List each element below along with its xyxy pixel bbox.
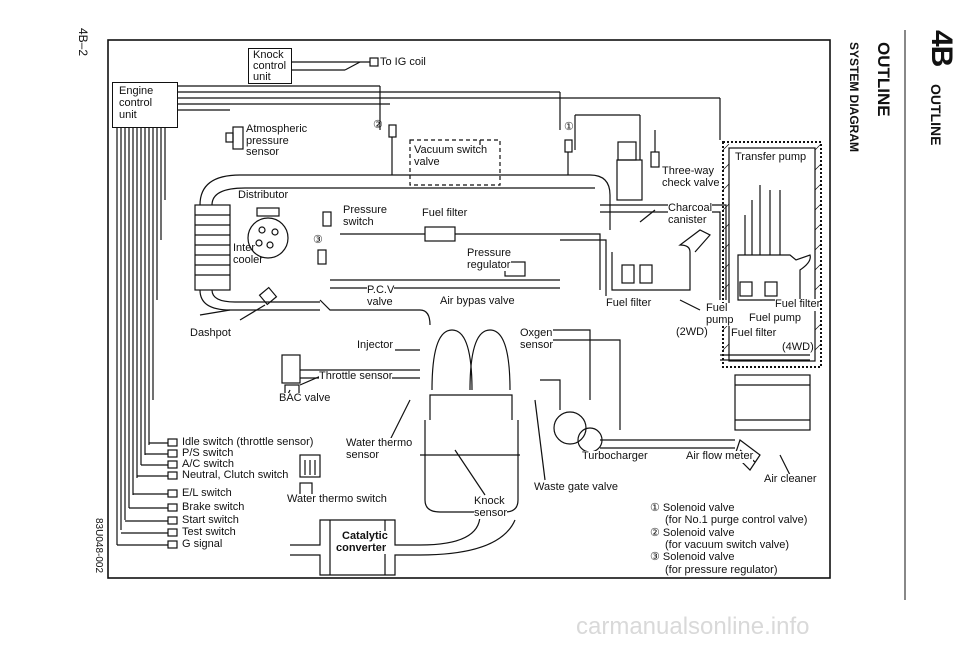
throttle-sensor-label: Throttle sensor <box>319 370 393 383</box>
knock-control-unit: Knock control unit <box>248 48 292 84</box>
start-switch-label: Start switch <box>182 514 239 526</box>
transfer-pump-label: Transfer pump <box>735 151 807 164</box>
idle-switch-label: Idle switch (throttle sensor) <box>182 436 314 448</box>
fuel-filter-2wd-label: Fuel filter <box>606 297 652 310</box>
el-switch-label: E/L switch <box>182 487 232 499</box>
doc-code: 83U048-002 <box>93 518 104 574</box>
solenoid-legend: ① Solenoid valve (for No.1 purge control… <box>650 502 808 576</box>
air-bypass-valve-label: Air bypas valve <box>440 295 515 308</box>
fuel-pump-2wd-label: Fuel pump <box>706 302 734 327</box>
neutral-clutch-switch-label: Neutral, Clutch switch <box>182 469 289 481</box>
waste-gate-valve-label: Waste gate valve <box>534 481 618 494</box>
air-flow-meter-label: Air flow meter <box>686 450 754 463</box>
dashpot-label: Dashpot <box>190 327 231 340</box>
brake-switch-label: Brake switch <box>182 501 245 513</box>
water-thermo-sensor-label: Water thermo sensor <box>346 437 413 462</box>
to-ig-coil-label: To IG coil <box>380 56 426 68</box>
watermark: carmanualsonline.info <box>576 613 810 640</box>
distributor-label: Distributor <box>238 189 289 202</box>
knock-sensor-label: Knock sensor <box>474 495 508 520</box>
injector-label: Injector <box>357 339 394 352</box>
solenoid-1-marker: ① <box>564 121 574 133</box>
pcv-valve-label: P.C.V valve <box>367 284 395 309</box>
three-way-check-valve-label: Three-way check valve <box>662 165 720 190</box>
page-number: 4B–2 <box>76 28 90 57</box>
inter-cooler-label: Inter cooler <box>233 242 263 266</box>
fuel-filter-4wd-b-label: Fuel filter <box>731 327 777 340</box>
g-signal-label: G signal <box>182 538 223 550</box>
ps-switch-label: P/S switch <box>182 447 234 459</box>
test-switch-label: Test switch <box>182 526 236 538</box>
fuel-pump-4wd-label: Fuel pump <box>749 312 801 325</box>
engine-control-unit: Engine control unit <box>112 82 178 128</box>
water-thermo-switch-label: Water thermo switch <box>287 493 387 506</box>
fuel-filter-4wd-a-label: Fuel filter <box>775 298 821 311</box>
two-wd-label: (2WD) <box>676 326 708 339</box>
turbocharger-label: Turbocharger <box>582 450 648 463</box>
atmospheric-pressure-sensor-label: Atmospheric pressure sensor <box>246 123 308 159</box>
vacuum-switch-valve-label: Vacuum switch valve <box>414 144 488 169</box>
pressure-switch-label: Pressure switch <box>343 204 388 228</box>
catalytic-converter-label: Catalytic converter <box>336 530 388 555</box>
four-wd-label: (4WD) <box>782 341 814 354</box>
solenoid-3-marker: ③ <box>313 234 323 246</box>
bac-valve-label: BAC valve <box>279 392 331 405</box>
section-badge: 4B <box>925 30 958 67</box>
solenoid-2-marker: ② <box>373 119 383 131</box>
section-title: OUTLINE <box>928 84 944 146</box>
ac-switch-label: A/C switch <box>182 458 234 470</box>
pressure-regulator-label: Pressure regulator <box>467 247 512 272</box>
air-cleaner-label: Air cleaner <box>764 473 817 486</box>
chapter-title: OUTLINE <box>874 42 893 117</box>
fuel-filter-label: Fuel filter <box>422 207 468 219</box>
subtitle: SYSTEM DIAGRAM <box>847 42 861 153</box>
oxygen-sensor-label: Oxgen sensor <box>520 327 554 352</box>
charcoal-canister-label: Charcoal canister <box>668 202 713 227</box>
